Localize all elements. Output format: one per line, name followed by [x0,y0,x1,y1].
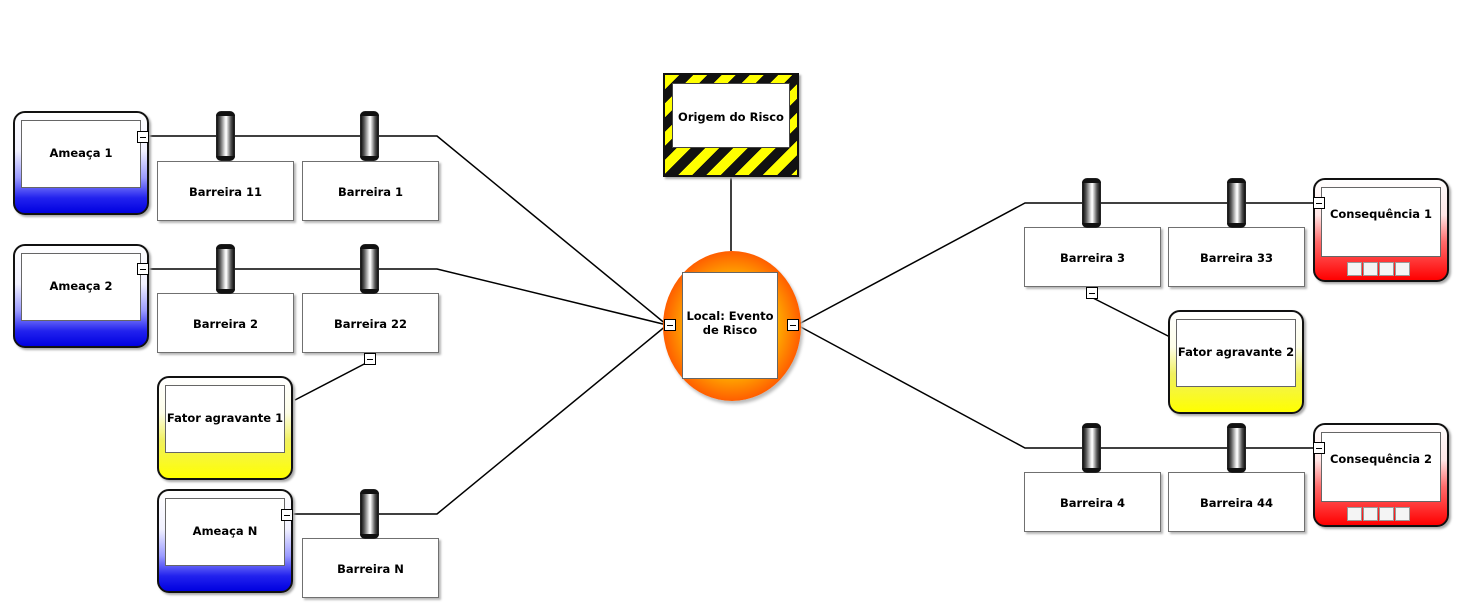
aggravating-factor-1[interactable]: Fator agravante 1 [157,376,293,480]
threat-1[interactable]: Ameaça 1 [13,111,149,215]
threat-2-collapse-toggle[interactable] [137,263,149,275]
rating-slot[interactable] [1347,507,1362,521]
risk-event-label: Local: Evento de Risco [686,309,774,337]
rating-slot[interactable] [1363,507,1378,521]
threat-1-collapse-toggle[interactable] [137,131,149,143]
barrier-3-handle[interactable] [1082,178,1101,228]
event-left-collapse-toggle[interactable] [664,319,676,331]
barrier-n[interactable]: Barreira N [302,538,439,598]
barrier-2[interactable]: Barreira 2 [157,293,294,353]
barrier-1-label: Barreira 1 [337,185,404,199]
threat-n[interactable]: Ameaça N [157,489,293,593]
consequence-2-label: Consequência 2 [1329,452,1433,466]
consequence-1-label: Consequência 1 [1329,207,1433,221]
threat-n-collapse-toggle[interactable] [281,509,293,521]
rating-slot[interactable] [1379,262,1394,276]
barrier-4[interactable]: Barreira 4 [1024,472,1161,532]
barrier-n-label: Barreira N [337,562,404,576]
barrier-44-label: Barreira 44 [1199,496,1274,510]
barrier-11-handle[interactable] [216,111,235,161]
link-factor-1 [294,360,371,401]
aggravating-factor-1-label: Fator agravante 1 [166,411,284,425]
barrier-4-label: Barreira 4 [1059,496,1126,510]
barrier-1[interactable]: Barreira 1 [302,161,439,221]
rating-slot[interactable] [1395,507,1410,521]
barrier-44-handle[interactable] [1227,423,1246,473]
barrier-22-label: Barreira 22 [333,317,408,331]
barrier-33-label: Barreira 33 [1199,251,1274,265]
path-consequence-1 [796,202,1318,326]
threat-2-label: Ameaça 2 [49,279,113,293]
rating-slot[interactable] [1379,507,1394,521]
barrier-4-handle[interactable] [1082,423,1101,473]
path-threat-n [293,324,668,515]
rating-slot[interactable] [1395,262,1410,276]
barrier-33[interactable]: Barreira 33 [1168,227,1305,287]
risk-event[interactable]: Local: Evento de Risco [663,251,801,401]
risk-source-label: Origem do Risco [678,110,784,124]
consequence-1[interactable]: Consequência 1 [1313,178,1449,282]
barrier-2-label: Barreira 2 [192,317,259,331]
aggravating-factor-2-label: Fator agravante 2 [1177,345,1295,359]
barrier-2-handle[interactable] [216,244,235,294]
rating-slot[interactable] [1363,262,1378,276]
barrier-n-handle[interactable] [360,489,379,539]
path-threat-2 [148,268,668,326]
event-right-collapse-toggle[interactable] [787,319,799,331]
risk-source[interactable]: Origem do Risco [663,73,799,177]
barrier-22-collapse-toggle[interactable] [364,353,376,365]
threat-2[interactable]: Ameaça 2 [13,244,149,348]
consequence-2-rating-slots [1347,506,1411,525]
link-factor-2 [1090,296,1173,339]
barrier-33-handle[interactable] [1227,178,1246,228]
barrier-44[interactable]: Barreira 44 [1168,472,1305,532]
threat-n-label: Ameaça N [192,524,258,538]
aggravating-factor-2[interactable]: Fator agravante 2 [1168,310,1304,414]
path-consequence-2 [796,324,1318,449]
barrier-11[interactable]: Barreira 11 [157,161,294,221]
consequence-2-collapse-toggle[interactable] [1313,442,1325,454]
consequence-1-collapse-toggle[interactable] [1313,197,1325,209]
path-threat-1 [148,135,668,326]
barrier-3-collapse-toggle[interactable] [1086,287,1098,299]
barrier-11-label: Barreira 11 [188,185,263,199]
barrier-3-label: Barreira 3 [1059,251,1126,265]
consequence-2[interactable]: Consequência 2 [1313,423,1449,527]
barrier-1-handle[interactable] [360,111,379,161]
barrier-3[interactable]: Barreira 3 [1024,227,1161,287]
consequence-1-rating-slots [1347,261,1411,280]
threat-1-label: Ameaça 1 [49,146,113,160]
barrier-22[interactable]: Barreira 22 [302,293,439,353]
barrier-22-handle[interactable] [360,244,379,294]
rating-slot[interactable] [1347,262,1362,276]
